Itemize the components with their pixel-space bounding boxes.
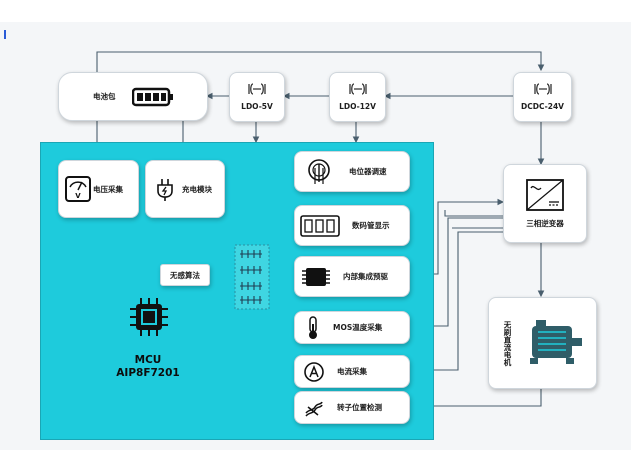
battery-to-dcdc-line: [96, 51, 545, 72]
predriver-label: 内部集成预驱: [343, 272, 388, 281]
mcu-part-number: AIP8F7201: [116, 367, 180, 379]
inductor-icon: [248, 83, 266, 95]
mcu-name: MCU: [134, 354, 162, 366]
motor-icon: [530, 320, 582, 364]
charge-block: 充电模块: [145, 160, 225, 218]
charging-plug-icon: [157, 179, 173, 201]
ldo12-label: LDO-12V: [339, 102, 376, 111]
cursor-mark: [4, 30, 6, 39]
potentiometer-icon: [308, 158, 330, 184]
current-block: 电流采集: [294, 355, 410, 388]
display-label: 数码管显示: [352, 221, 390, 230]
inductor-icon: [533, 83, 552, 95]
thermometer-icon: [309, 315, 317, 339]
rotor-label: 转子位置检测: [337, 403, 382, 412]
motor-block: 无刷直流电机: [488, 297, 597, 389]
mos-temp-label: MOS温度采集: [333, 323, 383, 332]
inverter-label: 三相逆变器: [526, 219, 564, 228]
segment-display-icon: [300, 214, 340, 237]
voltage-label: 电压采集: [93, 184, 123, 194]
inverter-to-current-line: [416, 231, 503, 374]
motor-to-rotor-line: [416, 388, 542, 410]
inductor-icon: [348, 83, 367, 95]
current-label: 电流采集: [337, 367, 367, 376]
sensorless-block: 无感算法: [160, 264, 210, 286]
potentiometer-block: 电位器调速: [294, 151, 410, 192]
charge-label: 充电模块: [182, 184, 212, 194]
battery-label: 电池包: [93, 92, 116, 101]
mos-temp-block: MOS温度采集: [294, 311, 410, 344]
dcdc-label: DCDC-24V: [521, 102, 564, 111]
ldo5-label: LDO-5V: [241, 102, 273, 111]
current-sensor-icon: [304, 361, 324, 382]
sensorless-label: 无感算法: [170, 270, 200, 280]
mcu-title: MCU AIP8F7201: [108, 354, 188, 380]
battery-icon: [131, 87, 173, 106]
battery-block: 电池包: [58, 72, 208, 121]
display-block: 数码管显示: [294, 205, 410, 246]
potentiometer-label: 电位器调速: [349, 167, 387, 176]
svg-text:V: V: [75, 192, 81, 200]
inverter-icon: [526, 179, 564, 211]
ldo5-block: LDO-5V: [229, 72, 285, 122]
predriver-block: 内部集成预驱: [294, 256, 410, 297]
ldo12-block: LDO-12V: [329, 72, 386, 122]
chip-icon: [302, 267, 330, 286]
inverter-block: 三相逆变器: [503, 164, 587, 243]
driver-bridge-icon: [234, 244, 270, 310]
rotor-block: 转子位置检测: [294, 391, 410, 424]
dcdc-block: DCDC-24V: [513, 72, 572, 122]
hall-sensor-icon: [305, 401, 323, 417]
mcu-chip-icon: [130, 298, 168, 336]
voltage-block: V 电压采集: [58, 160, 139, 218]
voltmeter-icon: V: [65, 176, 91, 202]
motor-label: 无刷直流电机: [503, 320, 512, 366]
